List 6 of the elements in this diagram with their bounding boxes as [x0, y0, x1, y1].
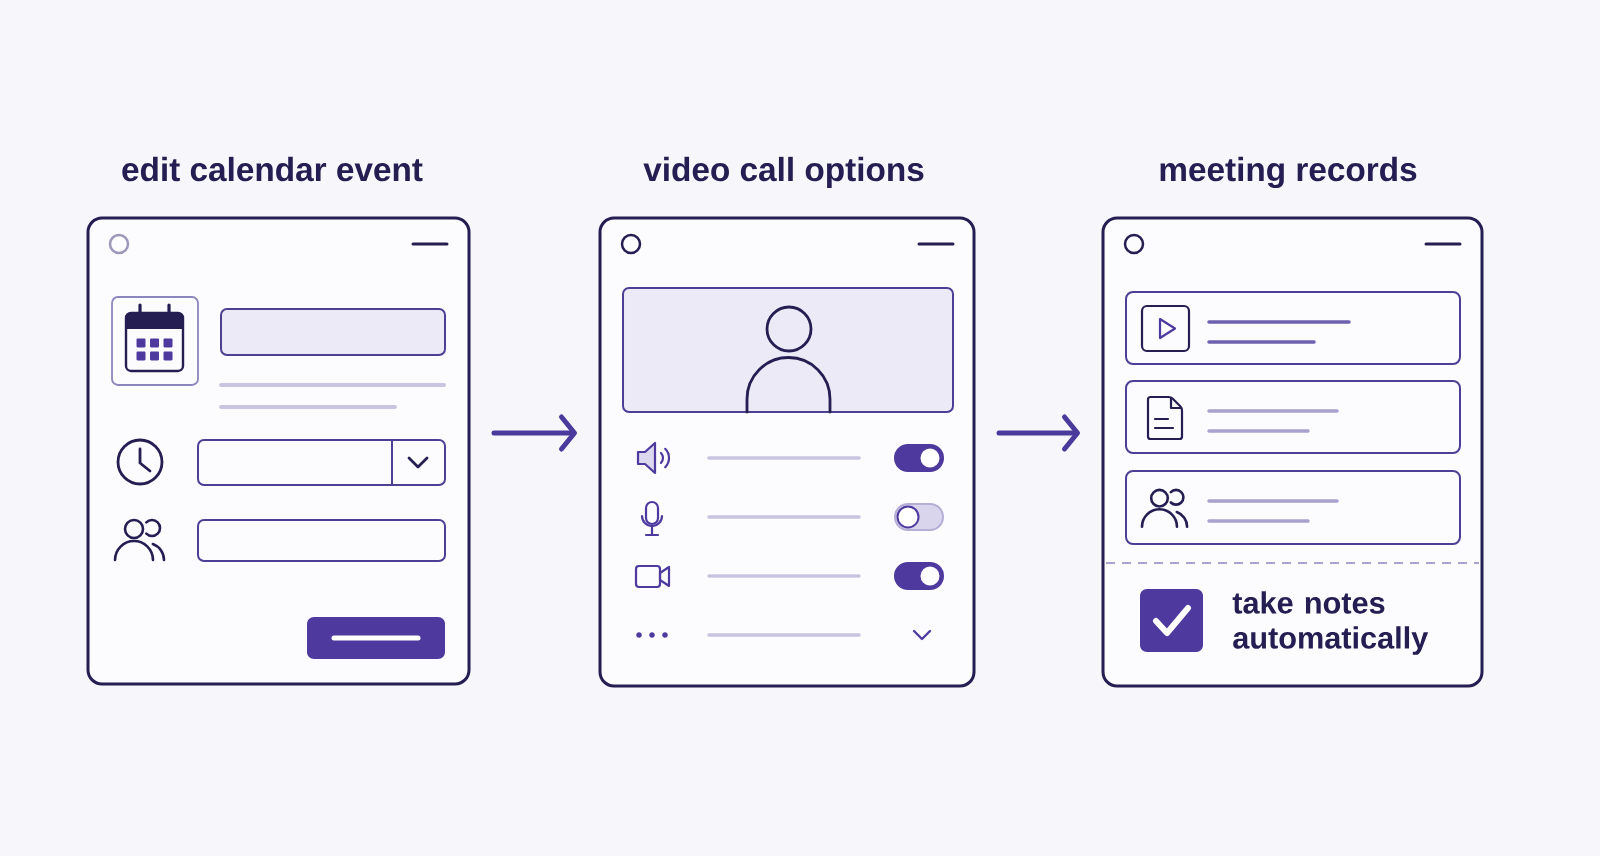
panel-heading: meeting records [1160, 156, 1417, 189]
arrow [996, 414, 1080, 452]
panel-heading: video call options [643, 156, 924, 188]
panel-heading: edit calendar event [122, 156, 423, 182]
checkbox-label: take notes automatically [1232, 591, 1429, 655]
arrow [491, 414, 577, 452]
